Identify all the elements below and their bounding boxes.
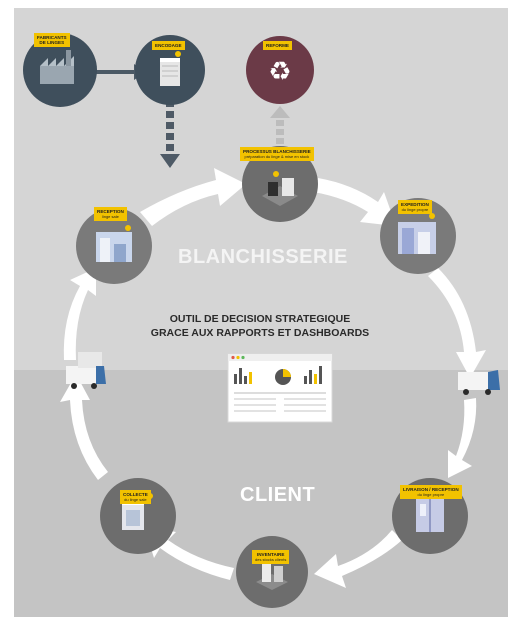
node-expedition <box>380 198 456 274</box>
cycle-arrow <box>428 268 486 378</box>
cycle-arrow <box>314 178 396 226</box>
node-encodage <box>135 35 205 105</box>
label-reforme: REFORME <box>263 41 292 50</box>
node-reception <box>76 208 152 284</box>
cycle-arrow <box>314 530 402 588</box>
cycle-arrow <box>63 268 96 360</box>
label-subtitle: des stocks clients <box>255 557 287 562</box>
arrow-fabricants-to-encodage <box>96 64 146 80</box>
cycle-arrow <box>140 168 246 226</box>
label-title: PROCESSUS BLANCHISSERIE <box>243 149 311 154</box>
label-subtitle: linge sale <box>101 214 119 219</box>
center-title-line-1: OUTIL DE DECISION STRATEGIQUE <box>169 313 351 325</box>
label-title: RECEPTION <box>97 209 124 214</box>
label-inventaire: INVENTAIRE des stocks clients <box>252 550 290 564</box>
label-subtitle: du linge propre <box>401 207 429 212</box>
label-title: EXPEDITION <box>401 202 429 207</box>
zone-title-client: CLIENT <box>240 484 316 506</box>
label-encodage: ENCODAGE <box>152 41 185 50</box>
label-subtitle: du linge sale <box>124 497 147 502</box>
dashboard-icon <box>227 353 333 423</box>
label-title: REFORME <box>266 43 289 48</box>
center-title: OUTIL DE DECISION STRATEGIQUE GRACE AUX … <box>130 312 390 340</box>
label-expedition: EXPEDITION du linge propre <box>398 200 432 214</box>
label-title: INVENTAIRE <box>256 552 285 557</box>
label-title: FABRICANTS DE LINGES <box>37 35 67 45</box>
label-fabricants: FABRICANTS DE LINGES <box>34 33 70 47</box>
cycle-arrow <box>448 398 477 478</box>
node-inventaire <box>236 536 308 608</box>
cycle-arrow <box>60 374 108 480</box>
center-title-line-2: GRACE AUX RAPPORTS ET DASHBOARDS <box>150 327 370 339</box>
dashed-arrow-processus-to-reforme <box>270 106 290 144</box>
dashed-arrow-encodage-to-processus <box>160 100 180 168</box>
label-collecte: COLLECTE du linge sale <box>120 490 151 504</box>
zone-title-laundry: BLANCHISSERIE <box>178 246 348 268</box>
label-title: ENCODAGE <box>155 43 182 48</box>
label-livraison: LIVRAISON / RECEPTION du linge propre <box>400 485 462 499</box>
recycle-icon: ♻ <box>268 57 291 87</box>
node-fabricants <box>23 33 97 107</box>
truck-icon <box>458 370 500 395</box>
node-reforme: ♻ <box>246 36 314 104</box>
label-processus: PROCESSUS BLANCHISSERIE préparation du l… <box>240 147 314 161</box>
label-title: COLLECTE <box>123 492 148 497</box>
node-processus <box>242 146 318 222</box>
truck-icon <box>66 352 106 389</box>
label-subtitle: préparation du linge & mise en stock <box>244 154 310 159</box>
label-title: LIVRAISON / RECEPTION <box>403 487 459 492</box>
label-subtitle: du linge propre <box>417 492 445 497</box>
label-reception: RECEPTION linge sale <box>94 207 127 221</box>
